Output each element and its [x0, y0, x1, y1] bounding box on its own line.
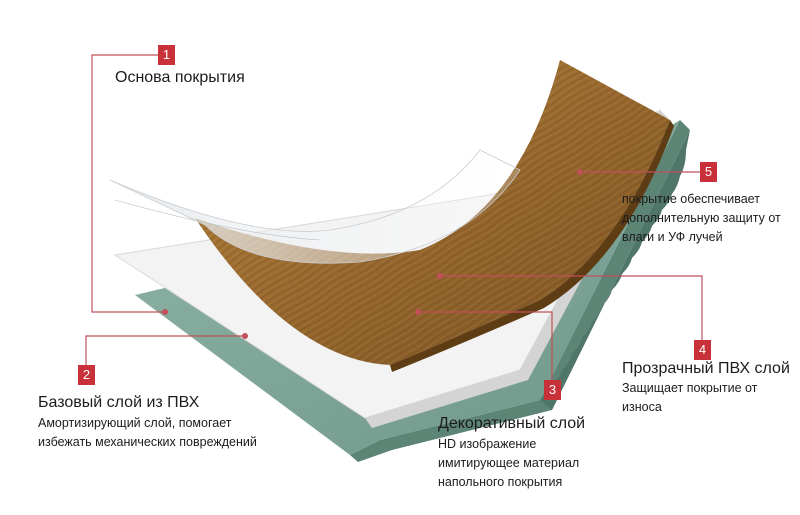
leader-line-3: [418, 311, 553, 380]
leader-dots: [162, 169, 583, 339]
layer-5-description: покрытие обеспечивает дополнительную защ…: [622, 192, 781, 244]
layer-3-description: HD изображение имитирующее материал напо…: [438, 437, 580, 489]
badge-2: 2: [78, 365, 95, 385]
leader-line-2: [85, 335, 245, 365]
layer-4-title: Прозрачный ПВХ слой: [622, 360, 790, 377]
layer-1-title: Основа покрытия: [115, 69, 245, 86]
leader-line-1: [91, 54, 165, 313]
badge-4: 4: [694, 340, 711, 360]
layer-4-description: Защищает покрытие от износа: [622, 381, 758, 414]
badge-3: 3: [544, 380, 561, 400]
transparent-layer: [109, 149, 521, 264]
layer-3-title: Декоративный слой: [438, 415, 586, 432]
layer-2-title: Базовый слой из ПВХ: [38, 394, 200, 411]
leader-lines: [85, 54, 708, 380]
badge-1: 1: [158, 45, 175, 65]
badge-5: 5: [700, 162, 717, 182]
leader-line-4: [440, 275, 703, 340]
layer-2-description: Амортизирующий слой, помогает избежать м…: [38, 416, 257, 449]
